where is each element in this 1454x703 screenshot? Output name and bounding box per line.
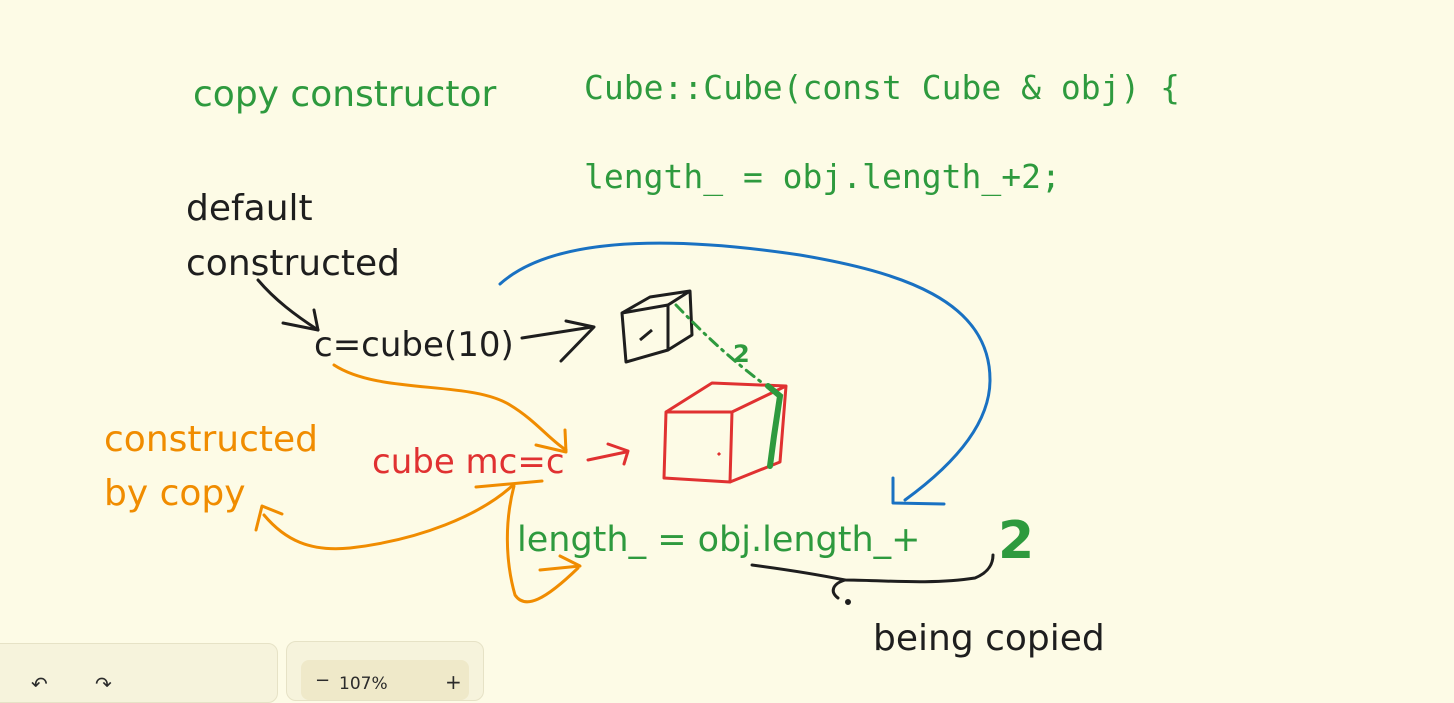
copy-constructor-label: copy constructor xyxy=(193,74,496,115)
being-copied-label: being copied xyxy=(873,618,1105,659)
green-cube-edge xyxy=(765,383,784,469)
blue-arrow xyxy=(498,241,992,506)
c-cube-label: c=cube(10) xyxy=(314,325,514,365)
zoom-level[interactable]: 107% xyxy=(339,674,388,694)
constructed-by-copy-line1: constructed xyxy=(104,419,318,460)
default-arrow xyxy=(256,278,320,332)
cube-mc-label: cube mc=c xyxy=(372,442,565,482)
red-arrow xyxy=(586,442,630,466)
zoom-toolbar: − 107% + xyxy=(286,641,484,701)
undo-icon[interactable]: ↶ xyxy=(31,672,48,696)
small-two-label: 2 xyxy=(733,340,750,368)
plus-icon[interactable]: + xyxy=(445,670,462,694)
orange-brace-arrows xyxy=(254,479,582,604)
cube-arrow xyxy=(520,319,596,363)
default-label-line2: constructed xyxy=(186,243,400,284)
constructed-by-copy-line2: by copy xyxy=(104,473,246,514)
being-copied-brace xyxy=(750,553,995,605)
redo-icon[interactable]: ↷ xyxy=(95,672,112,696)
undo-redo-toolbar: ↶ ↷ xyxy=(0,643,278,703)
handwritten-two: 2 xyxy=(998,511,1034,571)
black-cube xyxy=(620,289,694,364)
minus-icon[interactable]: − xyxy=(315,670,331,691)
code-line-2: length_ = obj.length_+2; xyxy=(584,157,1061,197)
code-line-1: Cube::Cube(const Cube & obj) { xyxy=(584,68,1180,107)
default-label-line1: default xyxy=(186,188,313,229)
orange-copy-arrow xyxy=(332,363,568,454)
red-cube xyxy=(662,381,788,484)
whiteboard-canvas[interactable]: copy constructor Cube::Cube(const Cube &… xyxy=(0,0,1454,685)
handwritten-length-line: length_ = obj.length_+ xyxy=(517,520,921,560)
